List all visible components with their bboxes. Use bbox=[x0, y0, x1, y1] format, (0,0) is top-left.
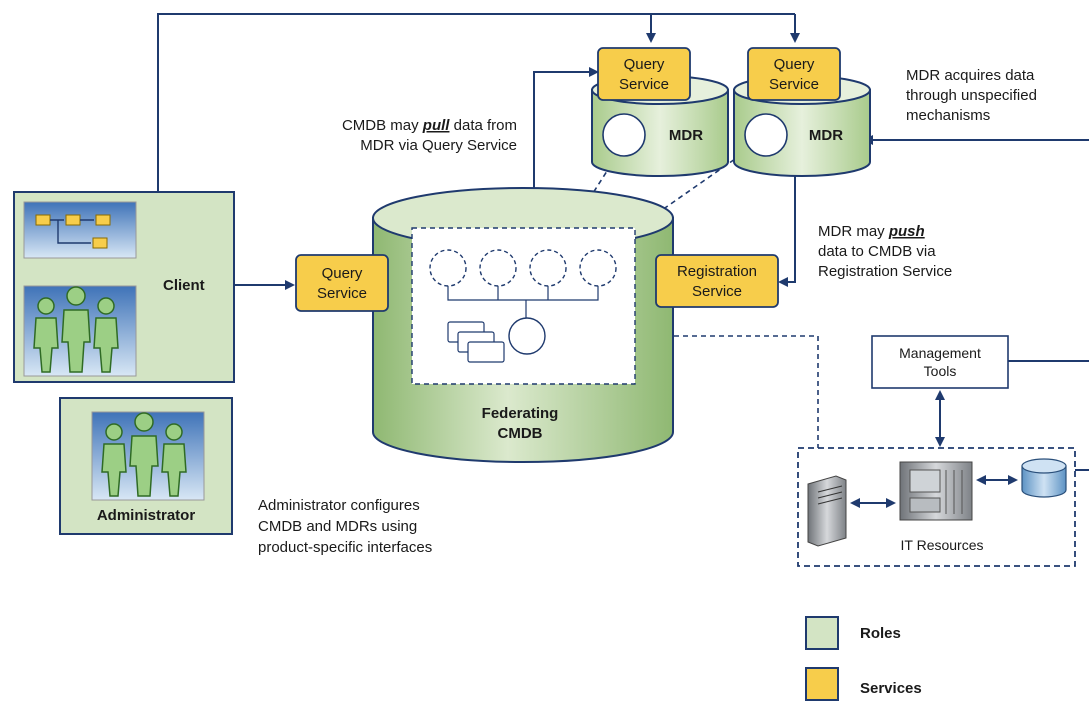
ci-circle bbox=[529, 249, 567, 287]
annotation-admin-line3: product-specific interfaces bbox=[258, 539, 432, 556]
it-resources-label: IT Resources bbox=[901, 537, 984, 553]
tower-server-icon bbox=[807, 475, 847, 547]
management-tools-line1: Management bbox=[899, 345, 981, 361]
annotation-push-line3: Registration Service bbox=[818, 263, 952, 280]
query-service-cmdb: Query Service bbox=[295, 254, 389, 312]
mdr-2-circle bbox=[744, 113, 788, 157]
people-icon bbox=[23, 285, 137, 377]
legend-roles-swatch bbox=[805, 616, 839, 650]
annotation-mdr-acquires: MDR acquires data through unspecified me… bbox=[906, 67, 1037, 124]
ci-circle bbox=[579, 249, 617, 287]
legend-services-label: Services bbox=[860, 680, 922, 697]
annotation-mdr-line1: MDR acquires data bbox=[906, 67, 1035, 84]
arrow-mdr-push bbox=[778, 168, 796, 287]
annotation-admin-line2: CMDB and MDRs using bbox=[258, 518, 417, 535]
mdr-2-label: MDR bbox=[809, 127, 843, 144]
query-service-mdr-1-line1: Query bbox=[624, 56, 665, 73]
arrow-cmdb-pull bbox=[533, 67, 599, 193]
query-service-mdr-1: Query Service bbox=[597, 47, 691, 101]
annotation-admin-line1: Administrator configures bbox=[258, 497, 420, 514]
annotation-pull-line2: MDR via Query Service bbox=[360, 137, 517, 154]
legend-roles-label: Roles bbox=[860, 625, 901, 642]
client-top-connector bbox=[157, 13, 795, 192]
query-service-mdr-2-line2: Service bbox=[769, 76, 819, 93]
documents-icon bbox=[447, 321, 505, 363]
client-label: Client bbox=[163, 277, 205, 294]
database-icon bbox=[1021, 458, 1067, 498]
mdr-1-label: MDR bbox=[669, 127, 703, 144]
annotation-mdr-line3: mechanisms bbox=[906, 107, 990, 124]
federating-cmdb-label-line2: CMDB bbox=[498, 425, 543, 442]
query-service-cmdb-line1: Query bbox=[322, 265, 363, 282]
management-tools-line2: Tools bbox=[924, 363, 957, 379]
administrator-label: Administrator bbox=[97, 507, 196, 524]
administrator-people-icon bbox=[91, 411, 205, 501]
query-service-mdr-1-line2: Service bbox=[619, 76, 669, 93]
ci-tree-lines bbox=[447, 286, 599, 318]
annotation-push-line2: data to CMDB via bbox=[818, 243, 936, 260]
annotation-administrator: Administrator configures CMDB and MDRs u… bbox=[258, 497, 432, 556]
legend: Roles Services bbox=[805, 616, 922, 701]
registration-service-line1: Registration bbox=[677, 263, 757, 280]
annotation-push-line1: MDR may push bbox=[818, 223, 925, 240]
management-tools: Management Tools bbox=[871, 335, 1009, 389]
annotation-pull-line1: CMDB may pull data from bbox=[342, 117, 517, 134]
client-role: Client bbox=[13, 191, 235, 383]
ci-circle bbox=[429, 249, 467, 287]
registration-service: Registration Service bbox=[655, 254, 779, 308]
federating-cmdb-label-line1: Federating bbox=[482, 405, 559, 422]
ci-circle bbox=[479, 249, 517, 287]
annotation-push: MDR may push data to CMDB via Registrati… bbox=[818, 223, 952, 280]
annotation-pull: CMDB may pull data from MDR via Query Se… bbox=[342, 117, 517, 154]
query-service-cmdb-line2: Service bbox=[317, 285, 367, 302]
administrator-role: Administrator bbox=[59, 397, 233, 535]
mdr-1-circle bbox=[602, 113, 646, 157]
query-service-mdr-2: Query Service bbox=[747, 47, 841, 101]
workflow-icon bbox=[23, 201, 137, 259]
cmdb-root-circle bbox=[508, 317, 546, 355]
rack-server-icon bbox=[899, 461, 973, 521]
annotation-mdr-line2: through unspecified bbox=[906, 87, 1037, 104]
registration-service-line2: Service bbox=[692, 283, 742, 300]
legend-services-swatch bbox=[805, 667, 839, 701]
federating-cmdb: Federating CMDB bbox=[372, 187, 674, 463]
query-service-mdr-2-line1: Query bbox=[774, 56, 815, 73]
it-resources: IT Resources bbox=[797, 447, 1076, 567]
